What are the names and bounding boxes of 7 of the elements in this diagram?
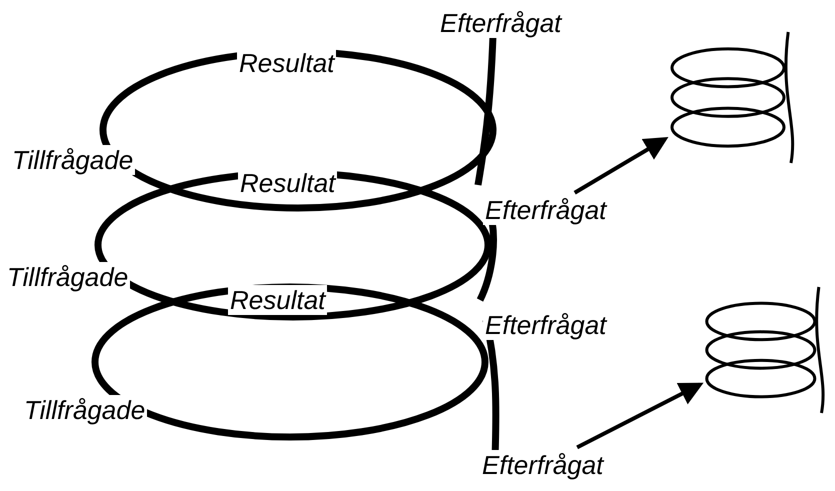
spiral-label: Efterfrågat [483, 195, 608, 225]
spiral-label: Resultat [228, 285, 328, 315]
spiral-label: Efterfrågat [480, 450, 606, 480]
arrow [576, 382, 704, 450]
spiral-label: Efterfrågat [438, 8, 564, 38]
arrow [574, 137, 668, 194]
spiral-label: Efterfrågat [483, 310, 608, 340]
